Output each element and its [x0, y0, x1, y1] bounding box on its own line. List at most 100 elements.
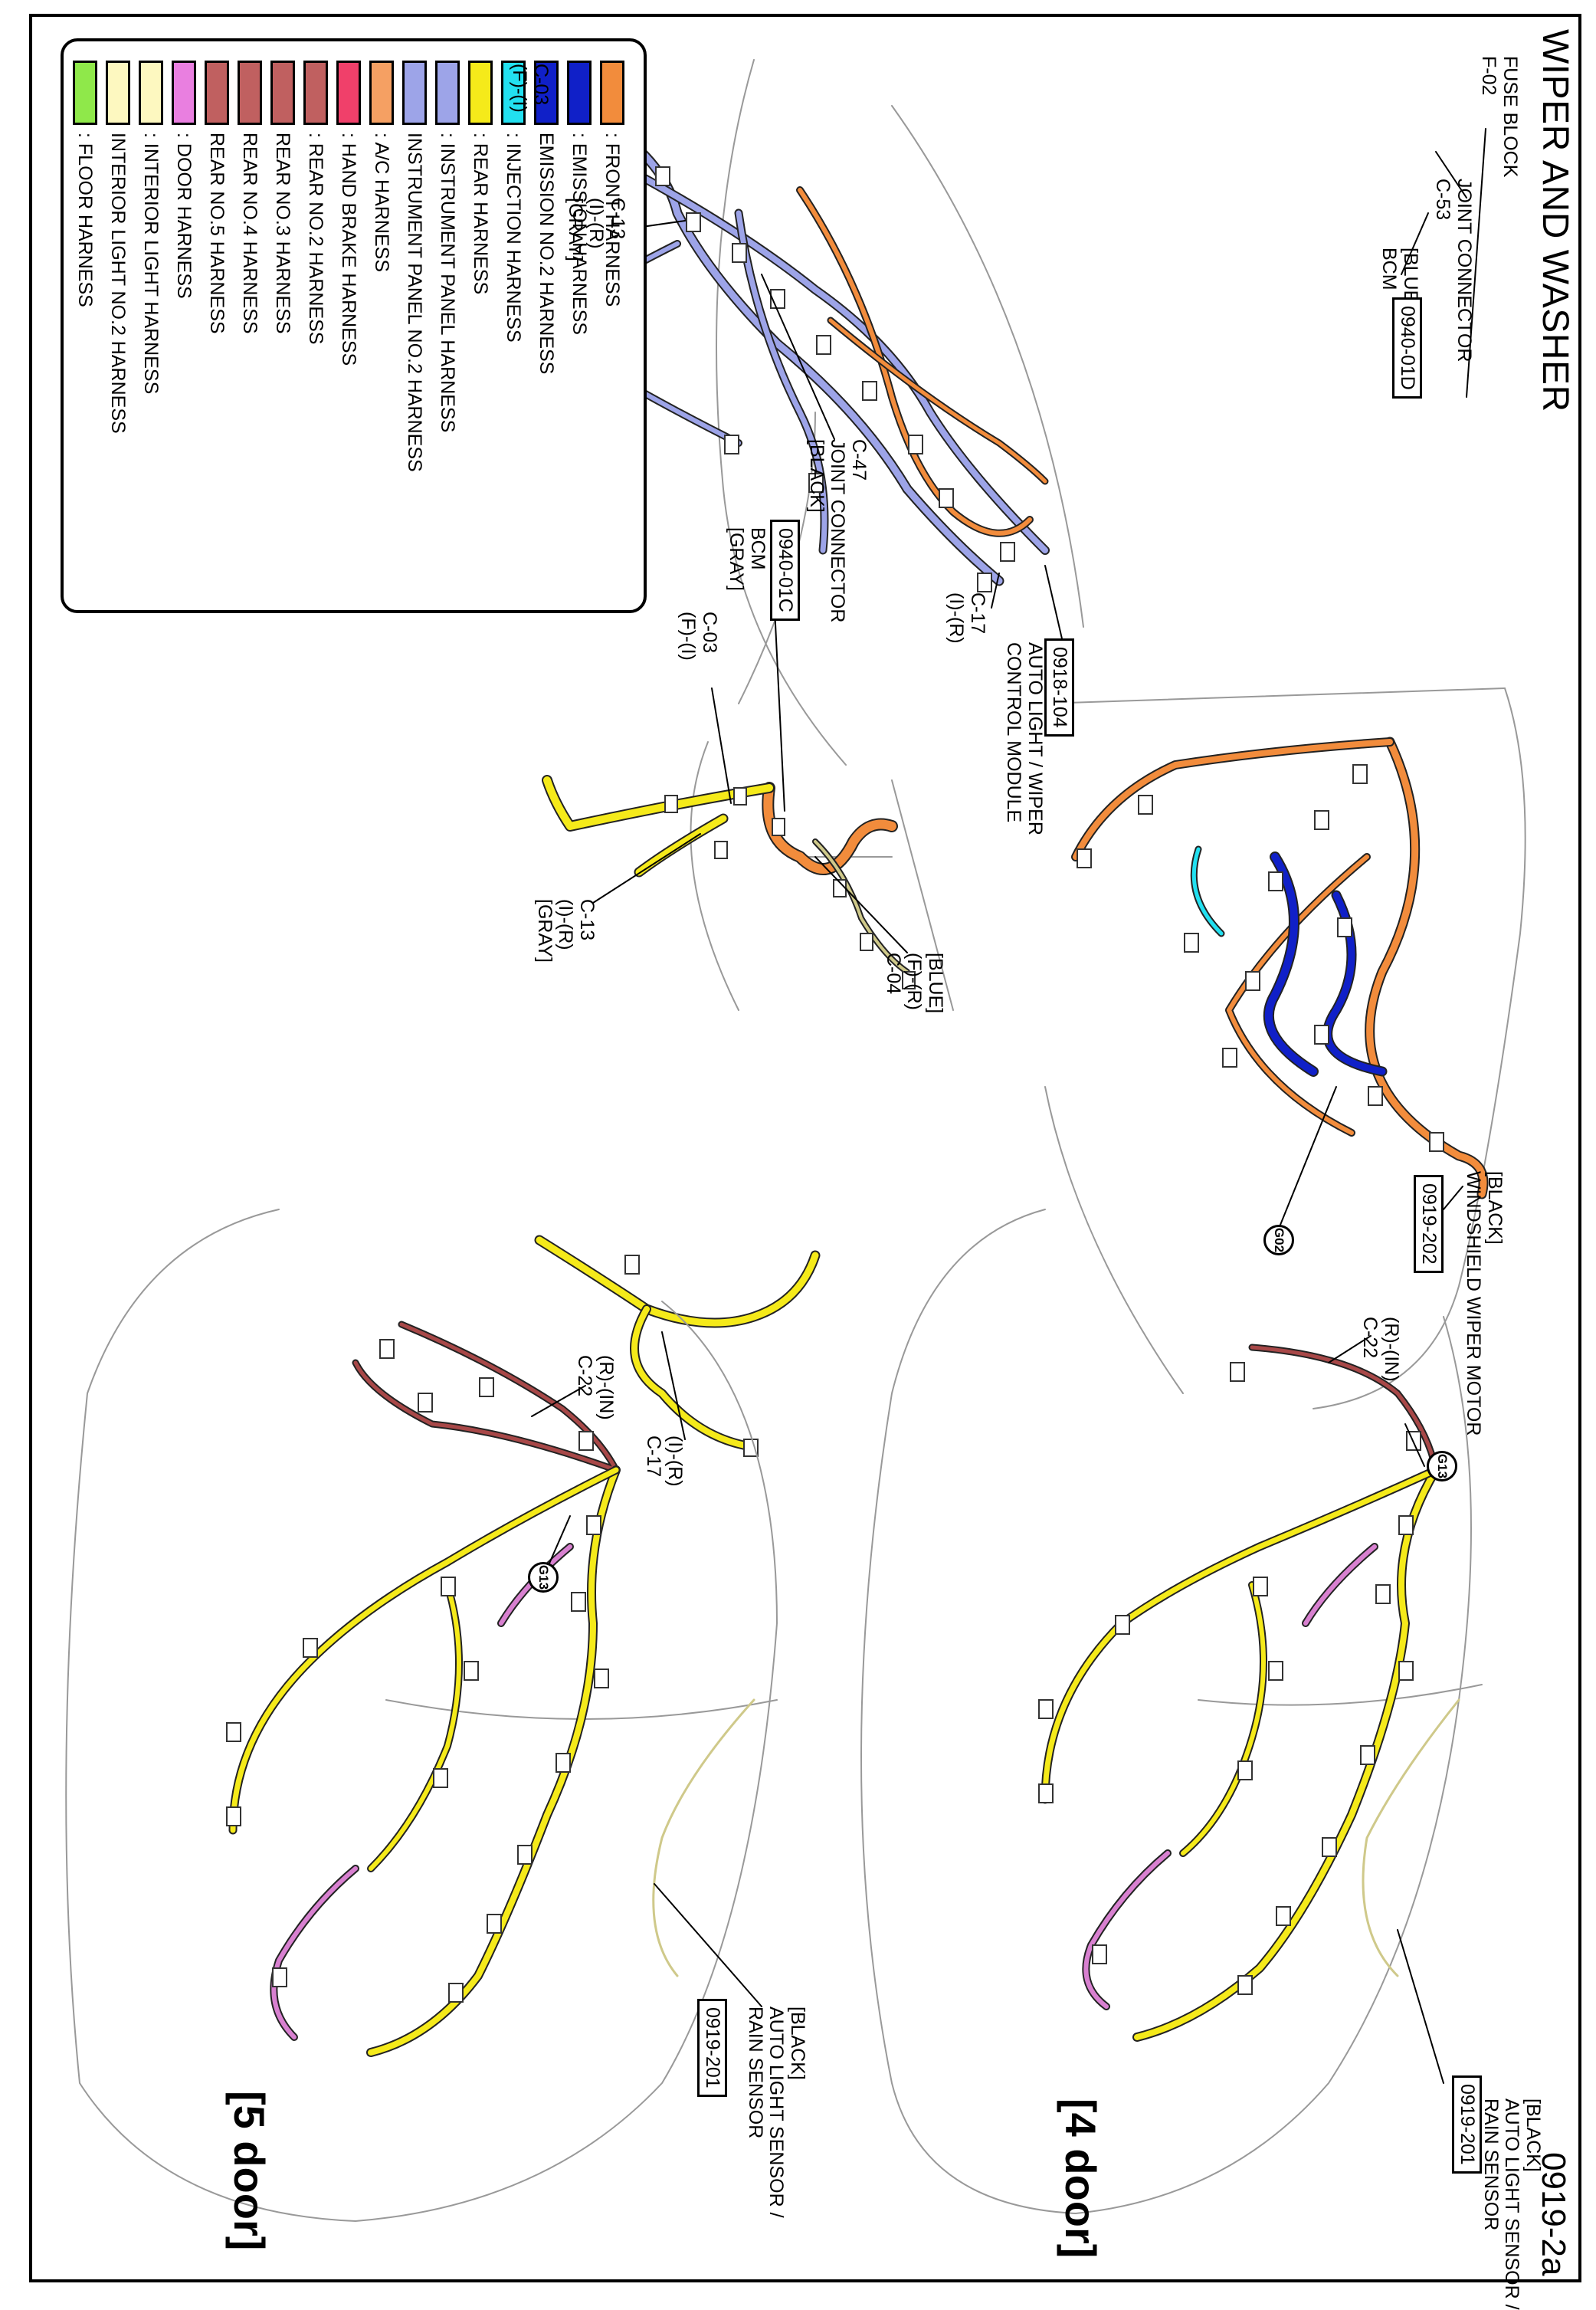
ip-outline: [891, 105, 1084, 628]
engine-injection-harness: [1191, 847, 1224, 936]
legend-label: : REAR HARNESS: [470, 133, 492, 295]
code-0940-01d[interactable]: 0940-01D: [1392, 297, 1422, 399]
car4-rear2-harness: [1250, 1345, 1438, 1472]
legend-label: : INSTRUMENT PANEL HARNESS: [437, 133, 459, 433]
engine-connector: [1314, 1025, 1329, 1045]
leader-g13-4door: [1404, 1423, 1425, 1467]
car4-connector: [1237, 1975, 1253, 1995]
engine-emission-harness: [1264, 853, 1317, 1075]
car5-connector: [586, 1515, 601, 1535]
ip-connector: [724, 435, 739, 454]
callout-c04: [BLUE](F)-(R)C-04: [883, 953, 946, 1014]
car4-connector: [1253, 1577, 1268, 1596]
legend-item: INSTRUMENT PANEL NO.2 HARNESS: [402, 61, 427, 472]
ip-connector: [816, 335, 831, 355]
car4-connector: [1398, 1661, 1414, 1681]
callout-c03-mid: C-03(F)-(I): [677, 612, 721, 661]
bcm-connector: [664, 795, 678, 813]
page-title: WIPER AND WASHER: [1535, 29, 1575, 412]
legend-label: : A/C HARNESS: [371, 133, 393, 272]
legend-swatch: [139, 61, 163, 125]
code-0918-104[interactable]: 0918-104: [1044, 638, 1074, 737]
car4-rear-harness-edge: [1132, 1465, 1440, 2042]
car4-door-harness: [1303, 1544, 1377, 1626]
leader-fuse-block: [1466, 128, 1486, 398]
car5-connector: [594, 1669, 609, 1688]
car4-connector: [1115, 1615, 1130, 1635]
leader-c22-4door: [1328, 1335, 1372, 1363]
ip-connector: [686, 212, 701, 232]
harness-artwork: [65, 59, 1526, 2222]
label-5-door: [5 door]: [225, 2091, 274, 2251]
legend-item: : HAND BRAKE HARNESS: [336, 61, 361, 366]
car5-connector: [272, 1967, 287, 1987]
engine-connector: [1352, 764, 1368, 784]
callout-rain-sensor-4door: [BLACK]AUTO LIGHT SENSOR /RAIN SENSOR: [1480, 2098, 1544, 2310]
legend-swatch: [468, 61, 493, 125]
code-0919-202[interactable]: 0919-202: [1414, 1175, 1444, 1273]
ip-front-harness: [828, 318, 1047, 484]
leader-c22-5door: [531, 1385, 586, 1417]
code-0940-01c[interactable]: 0940-01C: [770, 520, 800, 621]
engine-outline: [1313, 687, 1526, 1409]
leader-rain-5door: [654, 1883, 762, 2007]
legend-swatch: [303, 61, 328, 125]
ip-connector: [977, 573, 992, 592]
car5-rear-harness-edge: [366, 1465, 621, 2057]
legend-item: : FRONT HARNESS: [600, 61, 624, 307]
leader-rain-4door: [1397, 1929, 1444, 2084]
car4-connector: [1398, 1515, 1414, 1535]
legend-swatch: [402, 61, 427, 125]
car4-connector: [1230, 1362, 1245, 1382]
car5-connector: [464, 1661, 479, 1681]
legend-label: REAR NO.4 HARNESS: [239, 133, 261, 334]
leader-bcm: [1401, 212, 1429, 275]
legend-item: INTERIOR LIGHT NO.2 HARNESS: [106, 61, 130, 434]
car4-rear-harness: [1181, 1583, 1266, 1856]
car4-connector: [1038, 1783, 1054, 1803]
page-border: [29, 14, 1581, 2282]
bcm-rear-harness: [543, 776, 773, 830]
car5-connector: [555, 1753, 571, 1773]
car5-connector: [226, 1806, 241, 1826]
legend-item: : INTERIOR LIGHT HARNESS: [139, 61, 163, 394]
code-0919-201-5door[interactable]: 0919-201: [697, 1999, 727, 2097]
leader-c03-mid: [711, 687, 732, 804]
legend-item: : REAR HARNESS: [468, 61, 493, 294]
leader-c17-bottom: [661, 1331, 686, 1440]
engine-connector: [1429, 1132, 1444, 1152]
bcm-outline: [891, 779, 954, 1011]
code-0919-201-4door[interactable]: 0919-201: [1452, 2075, 1482, 2174]
car5-connector: [479, 1377, 494, 1397]
car4-connector: [1360, 1745, 1375, 1765]
legend-label: : DOOR HARNESS: [173, 133, 195, 299]
callout-c17-top: C-17(I)-(R): [945, 592, 989, 644]
leader-g02: [1278, 1086, 1337, 1229]
legend-swatch: [369, 61, 394, 125]
bcm-connector: [860, 933, 873, 951]
legend-label: INTERIOR LIGHT NO.2 HARNESS: [107, 133, 129, 434]
legend-swatch: [336, 61, 361, 125]
ground-g02-icon: G02: [1263, 1225, 1294, 1255]
ip-front-harness: [798, 188, 1032, 536]
bcm-connector: [714, 841, 728, 859]
engine-connector: [1184, 933, 1199, 953]
engine-connector: [1368, 1086, 1383, 1106]
legend-label: REAR NO.3 HARNESS: [272, 133, 294, 334]
engine-injection-harness-edge: [1190, 845, 1225, 937]
car5-connector: [578, 1431, 594, 1451]
callout-c13-mid: C-13(I)-(R)[GRAY]: [534, 899, 598, 963]
small-connector: [743, 1439, 759, 1457]
legend-swatch: [172, 61, 196, 125]
engine-connector: [1245, 971, 1260, 991]
leader-c53: [1435, 151, 1467, 199]
bcm-connector: [902, 971, 916, 989]
legend-swatch: [73, 61, 97, 125]
ground-g13-4door-icon: G13: [1427, 1451, 1457, 1481]
car5-rear-harness: [230, 1467, 619, 1833]
bcm-outline: [690, 741, 739, 1011]
callout-wiper-motor: [BLACK]WINDSHIELD WIPER MOTOR: [1463, 1171, 1506, 1436]
